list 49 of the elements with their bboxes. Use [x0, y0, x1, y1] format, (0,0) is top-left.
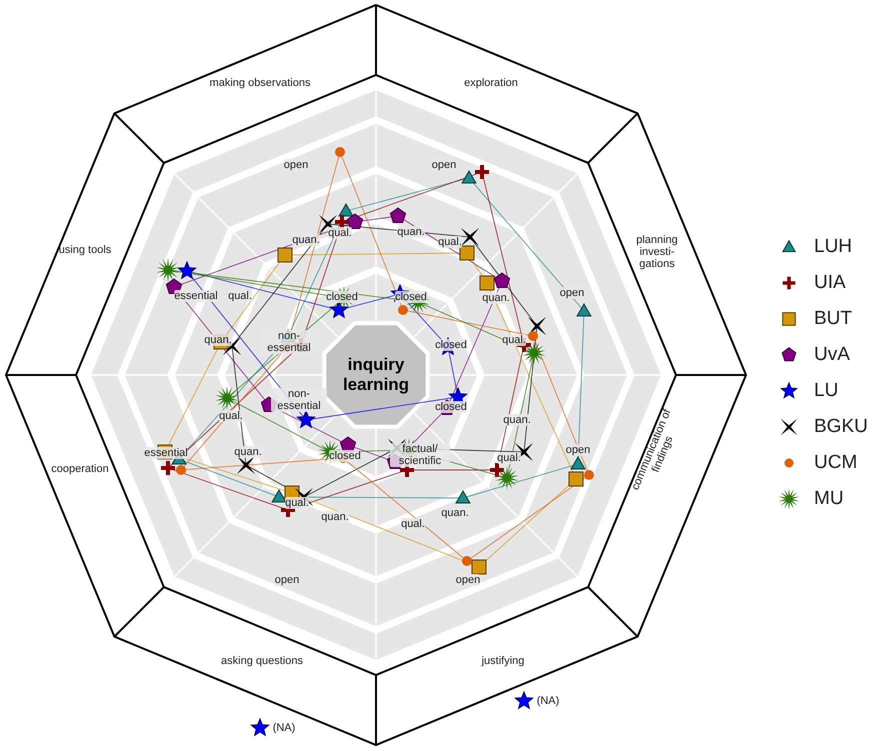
level-label: non- essential — [271, 388, 327, 412]
level-label: factual/ scientific — [390, 443, 450, 467]
level-label: essential — [174, 290, 218, 302]
level-label: closed — [329, 450, 361, 462]
level-label: qual. — [401, 518, 425, 530]
level-label: qual. — [328, 227, 352, 239]
missing-value-note: (NA) — [536, 695, 560, 707]
level-label: open — [432, 159, 456, 171]
sector-label: making observations — [210, 77, 310, 89]
level-label: quan. — [204, 334, 232, 346]
level-label: open — [456, 574, 480, 586]
level-label: qual. — [285, 497, 309, 509]
legend-label: LU — [814, 380, 838, 402]
sector-label: justifying — [482, 655, 524, 667]
level-label: quan. — [482, 292, 510, 304]
sector-label: planning investi- gations — [635, 234, 679, 270]
level-label: qual. — [502, 334, 526, 346]
level-label: qual. — [438, 236, 462, 248]
legend-label: BUT — [814, 308, 852, 330]
level-label: open — [284, 159, 308, 171]
level-label: open — [560, 287, 584, 299]
legend-label: BGKU — [814, 416, 868, 438]
level-label: qual. — [219, 410, 243, 422]
level-label: quan. — [292, 234, 320, 246]
level-label: qual. — [228, 290, 252, 302]
level-label: qual. — [497, 452, 521, 464]
level-label: closed — [326, 291, 358, 303]
level-label: essential — [144, 447, 188, 459]
level-label: closed — [435, 339, 467, 351]
level-label: quan. — [503, 414, 531, 426]
sector-label: using tools — [58, 244, 112, 256]
level-label: quan. — [441, 507, 469, 519]
legend-label: UIA — [814, 272, 846, 294]
center-title: inquiry learning — [342, 355, 410, 395]
sector-label: cooperation — [51, 463, 109, 475]
legend-label: LUH — [814, 236, 852, 258]
sector-label: exploration — [464, 77, 518, 89]
legend-label: UvA — [814, 344, 850, 366]
legend-label: MU — [814, 488, 844, 510]
level-label: closed — [395, 291, 427, 303]
level-label: open — [274, 574, 300, 586]
legend-label: UCM — [814, 452, 858, 474]
missing-value-note: (NA) — [272, 722, 296, 734]
sector-label: asking questions — [221, 655, 303, 667]
level-label: quan. — [397, 226, 425, 238]
level-label: quan. — [234, 446, 262, 458]
level-label: closed — [435, 401, 467, 413]
level-label: quan. — [321, 511, 349, 523]
level-label: open — [566, 444, 590, 456]
